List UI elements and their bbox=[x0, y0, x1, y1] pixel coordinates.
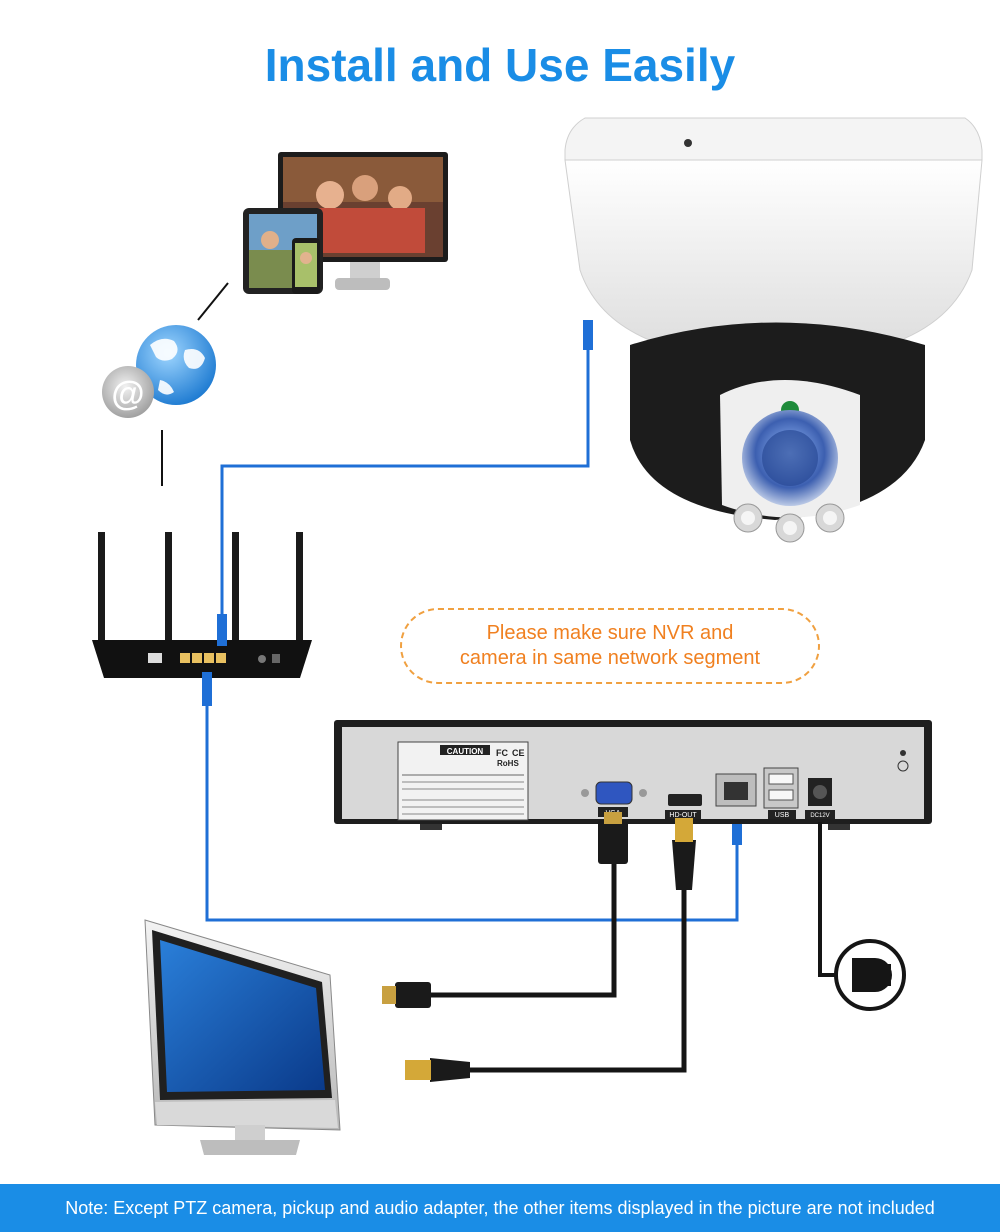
page-title: Install and Use Easily bbox=[264, 39, 736, 91]
usb-label: USB bbox=[775, 812, 790, 819]
hdmi-cable bbox=[405, 818, 696, 1082]
power-plug-icon bbox=[834, 939, 906, 1011]
hdout-label: HD-OUT bbox=[669, 812, 697, 819]
email-at-icon: @ bbox=[102, 366, 154, 418]
notice-line-1: Please make sure NVR and bbox=[486, 622, 734, 644]
footer-note: Note: Except PTZ camera, pickup and audi… bbox=[0, 1184, 1000, 1232]
pc-monitor bbox=[144, 919, 341, 1155]
globe-icon bbox=[136, 325, 216, 405]
ptz-camera bbox=[564, 117, 983, 543]
caution-label: CAUTION bbox=[447, 747, 484, 756]
fc-label: FC bbox=[496, 748, 508, 758]
notice-line-2: camera in same network segment bbox=[459, 647, 761, 669]
power-cable bbox=[818, 822, 835, 977]
network-cable-camera bbox=[217, 320, 593, 646]
dc-label: DC12V bbox=[810, 813, 829, 819]
network-notice: Please make sure NVR and camera in same … bbox=[400, 608, 820, 684]
router bbox=[92, 532, 312, 678]
rohs-label: RoHS bbox=[497, 759, 519, 768]
ce-label: CE bbox=[512, 748, 525, 758]
nvr-recorder: CAUTION FC CE RoHS VGA HD-OUT USB DC12V bbox=[334, 720, 932, 830]
display-devices bbox=[243, 152, 448, 294]
vga-cable bbox=[382, 812, 628, 1008]
svg-text:@: @ bbox=[111, 375, 144, 413]
